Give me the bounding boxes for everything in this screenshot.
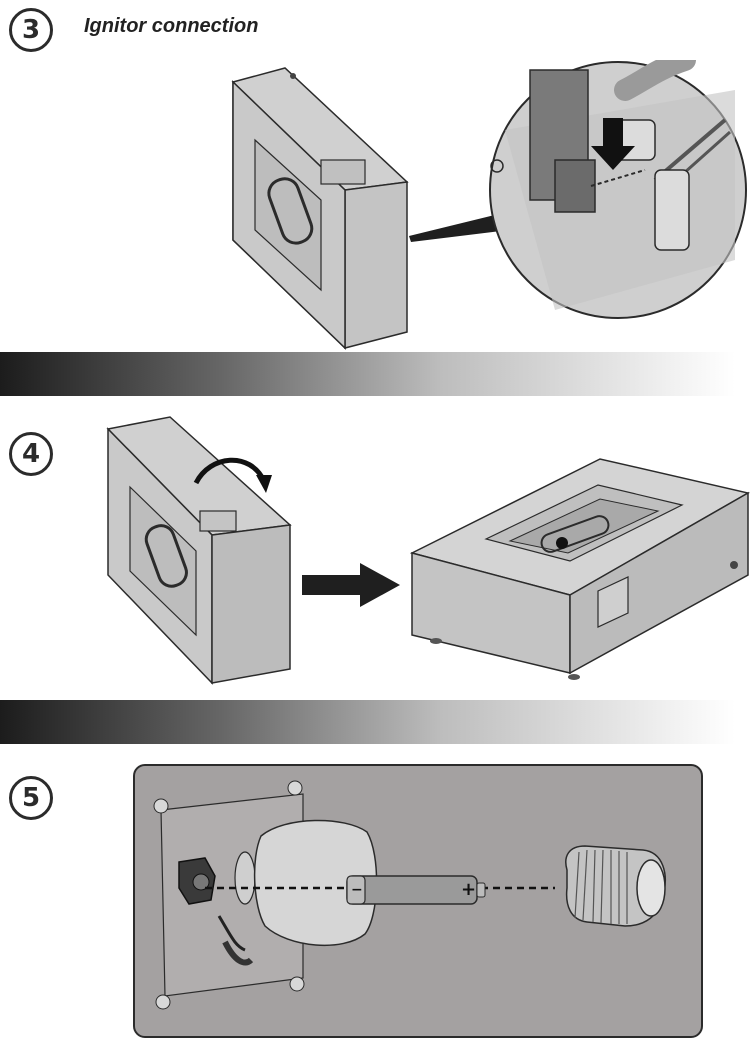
section-divider-4 [0, 700, 735, 744]
step-4-number: 4 [21, 439, 41, 469]
battery-install-illustration [153, 780, 666, 1010]
battery-minus-label: − [351, 882, 363, 898]
step-3-title: Ignitor connection [84, 15, 259, 37]
section-divider-3 [0, 352, 735, 396]
step-3-number: 3 [21, 15, 41, 45]
step-5-number: 5 [21, 783, 41, 813]
ignitor-connection-illustration [231, 60, 747, 350]
battery-install-panel: + − [133, 764, 703, 1038]
step-4-badge: 4 [9, 432, 53, 476]
step-3-badge: 3 [9, 8, 53, 52]
install-insert-illustration [106, 416, 750, 685]
battery-plus-label: + [461, 879, 477, 900]
step-5-badge: 5 [9, 776, 53, 820]
